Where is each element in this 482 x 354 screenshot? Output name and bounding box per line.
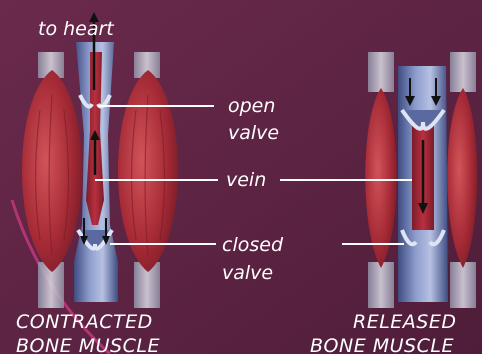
label-closed-valve-line2: valve — [222, 264, 273, 283]
bone-right-top — [450, 52, 476, 92]
label-to-heart: to heart — [38, 20, 114, 39]
label-released-line1: RELEASED — [353, 313, 457, 332]
label-contracted-line2: BONE MUSCLE — [16, 337, 160, 354]
bone-left-bottom — [368, 262, 394, 308]
bone-right-bottom — [450, 262, 476, 308]
contracted-muscle-illustration — [22, 12, 178, 308]
label-closed-valve-line1: closed — [222, 236, 283, 255]
label-vein: vein — [226, 171, 266, 190]
label-contracted-line1: CONTRACTED — [16, 313, 153, 332]
bone-left-top — [368, 52, 394, 92]
label-open-valve-line2: valve — [228, 124, 279, 143]
label-open-valve-line1: open — [228, 97, 275, 116]
label-released-line2: BONE MUSCLE — [310, 337, 454, 354]
